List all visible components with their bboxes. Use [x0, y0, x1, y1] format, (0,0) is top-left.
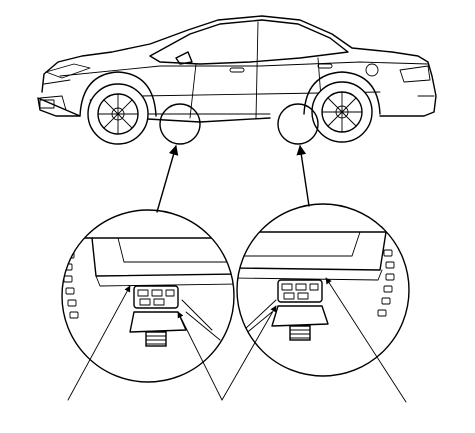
belt-line	[59, 61, 429, 77]
front-jack-pad	[129, 285, 187, 347]
rear-detail-arrow	[296, 145, 310, 207]
tire-tread	[377, 249, 395, 317]
front-detail-arrow	[156, 145, 179, 213]
leader-rear-jack-pad	[221, 305, 277, 401]
fog-lamp	[39, 99, 55, 109]
rear-bumper	[399, 65, 435, 97]
leader-lines	[67, 277, 407, 403]
front-wheel-arch	[79, 71, 157, 117]
rear-wheel	[311, 81, 373, 143]
side-mirror	[175, 51, 193, 65]
leader-front-jack-pad	[177, 311, 223, 401]
rear-lift-point-detail	[236, 203, 410, 377]
front-lift-point-marker	[159, 103, 201, 145]
car-greenhouse	[149, 19, 349, 65]
leader-rear-sill	[325, 277, 407, 403]
door-pillar	[255, 21, 259, 119]
leader-front-sill	[67, 285, 131, 401]
tire-tread	[63, 251, 79, 319]
car-illustration	[37, 15, 437, 145]
front-wheel	[87, 83, 149, 145]
front-bumper	[39, 79, 71, 111]
rear-wheel-arch	[303, 71, 381, 115]
rear-lift-point-marker	[277, 103, 319, 145]
rear-door-handle	[317, 63, 333, 69]
rear-jack-pad	[271, 279, 329, 341]
fuel-door	[365, 63, 379, 77]
front-door-handle	[229, 67, 245, 73]
front-door-edge	[189, 63, 197, 119]
front-lift-point-detail	[61, 209, 235, 383]
headlamp	[45, 63, 91, 79]
